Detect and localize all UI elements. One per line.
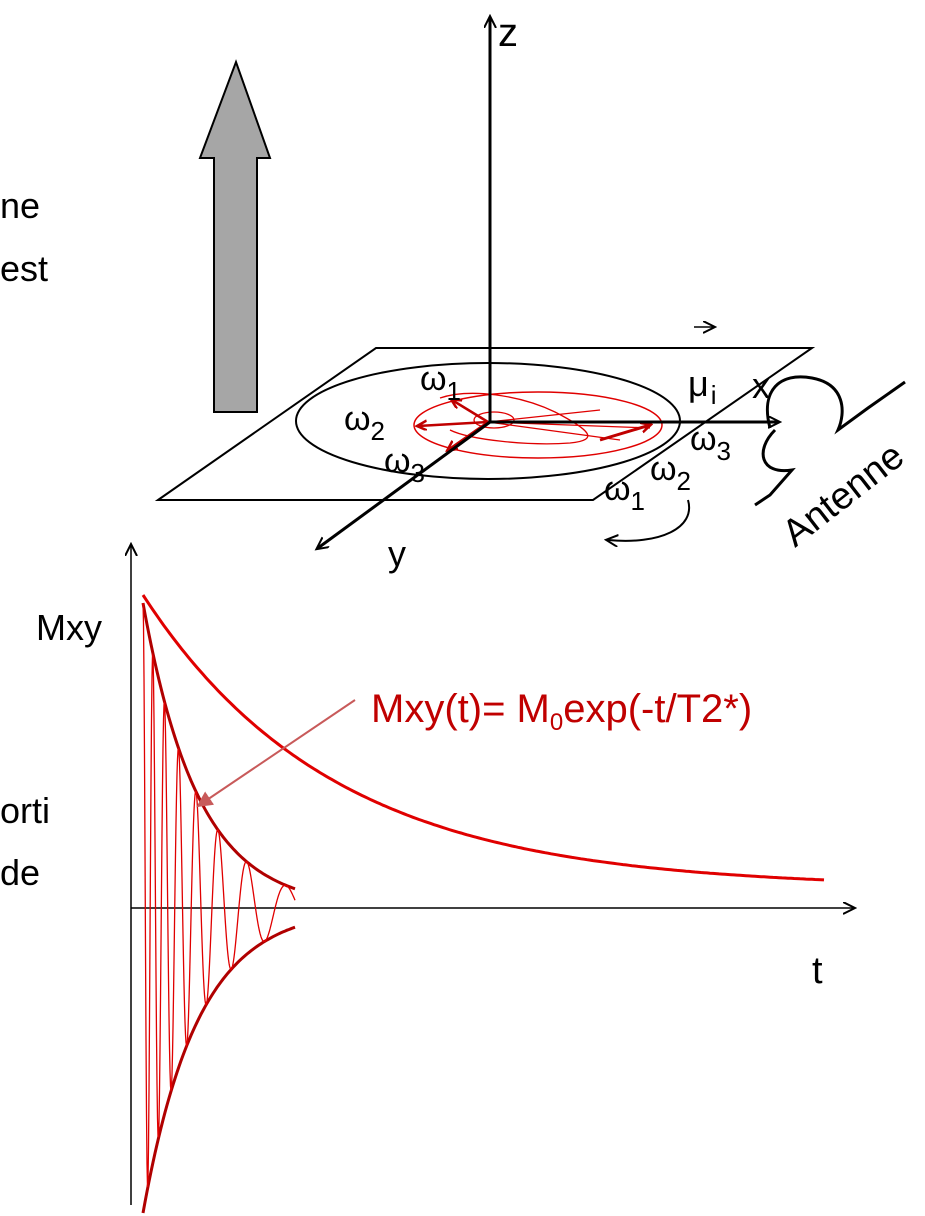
omega-3-left: ω3 <box>384 442 425 488</box>
curved-arrow-icon <box>608 499 691 541</box>
t-axis-label: t <box>812 950 823 992</box>
left-fragment-2: est <box>0 248 48 289</box>
left-fragment-3: orti <box>0 790 50 831</box>
omega-2-right: ω2 <box>650 450 691 496</box>
t2star-envelope-bottom <box>141 925 296 1214</box>
omega-2-left: ω2 <box>344 400 385 446</box>
decay-formula: Mxy(t)= M0exp(-t/T2*) <box>371 687 752 736</box>
mxy-axis-label: Mxy <box>36 607 102 648</box>
t2-decay-curve <box>141 594 825 882</box>
z-axis-label: z <box>498 11 518 55</box>
y-axis <box>318 420 491 548</box>
mu-label: μi <box>688 363 717 410</box>
x-axis-label: x <box>752 365 770 406</box>
xy-plane <box>154 347 816 501</box>
omega-3-right: ω3 <box>690 420 731 466</box>
b0-arrow-icon <box>198 59 272 413</box>
left-fragment-4: de <box>0 852 40 893</box>
coil-antenna-icon <box>754 375 906 507</box>
left-fragment-1: ne <box>0 185 40 226</box>
omega-1-left: ω1 <box>420 360 461 406</box>
antenna-label: Antenne <box>775 435 912 555</box>
fid-oscillation <box>142 602 296 1188</box>
formula-pointer-arrow <box>196 699 356 808</box>
omega-1-right: ω1 <box>604 470 645 516</box>
y-axis-label: y <box>388 533 406 574</box>
